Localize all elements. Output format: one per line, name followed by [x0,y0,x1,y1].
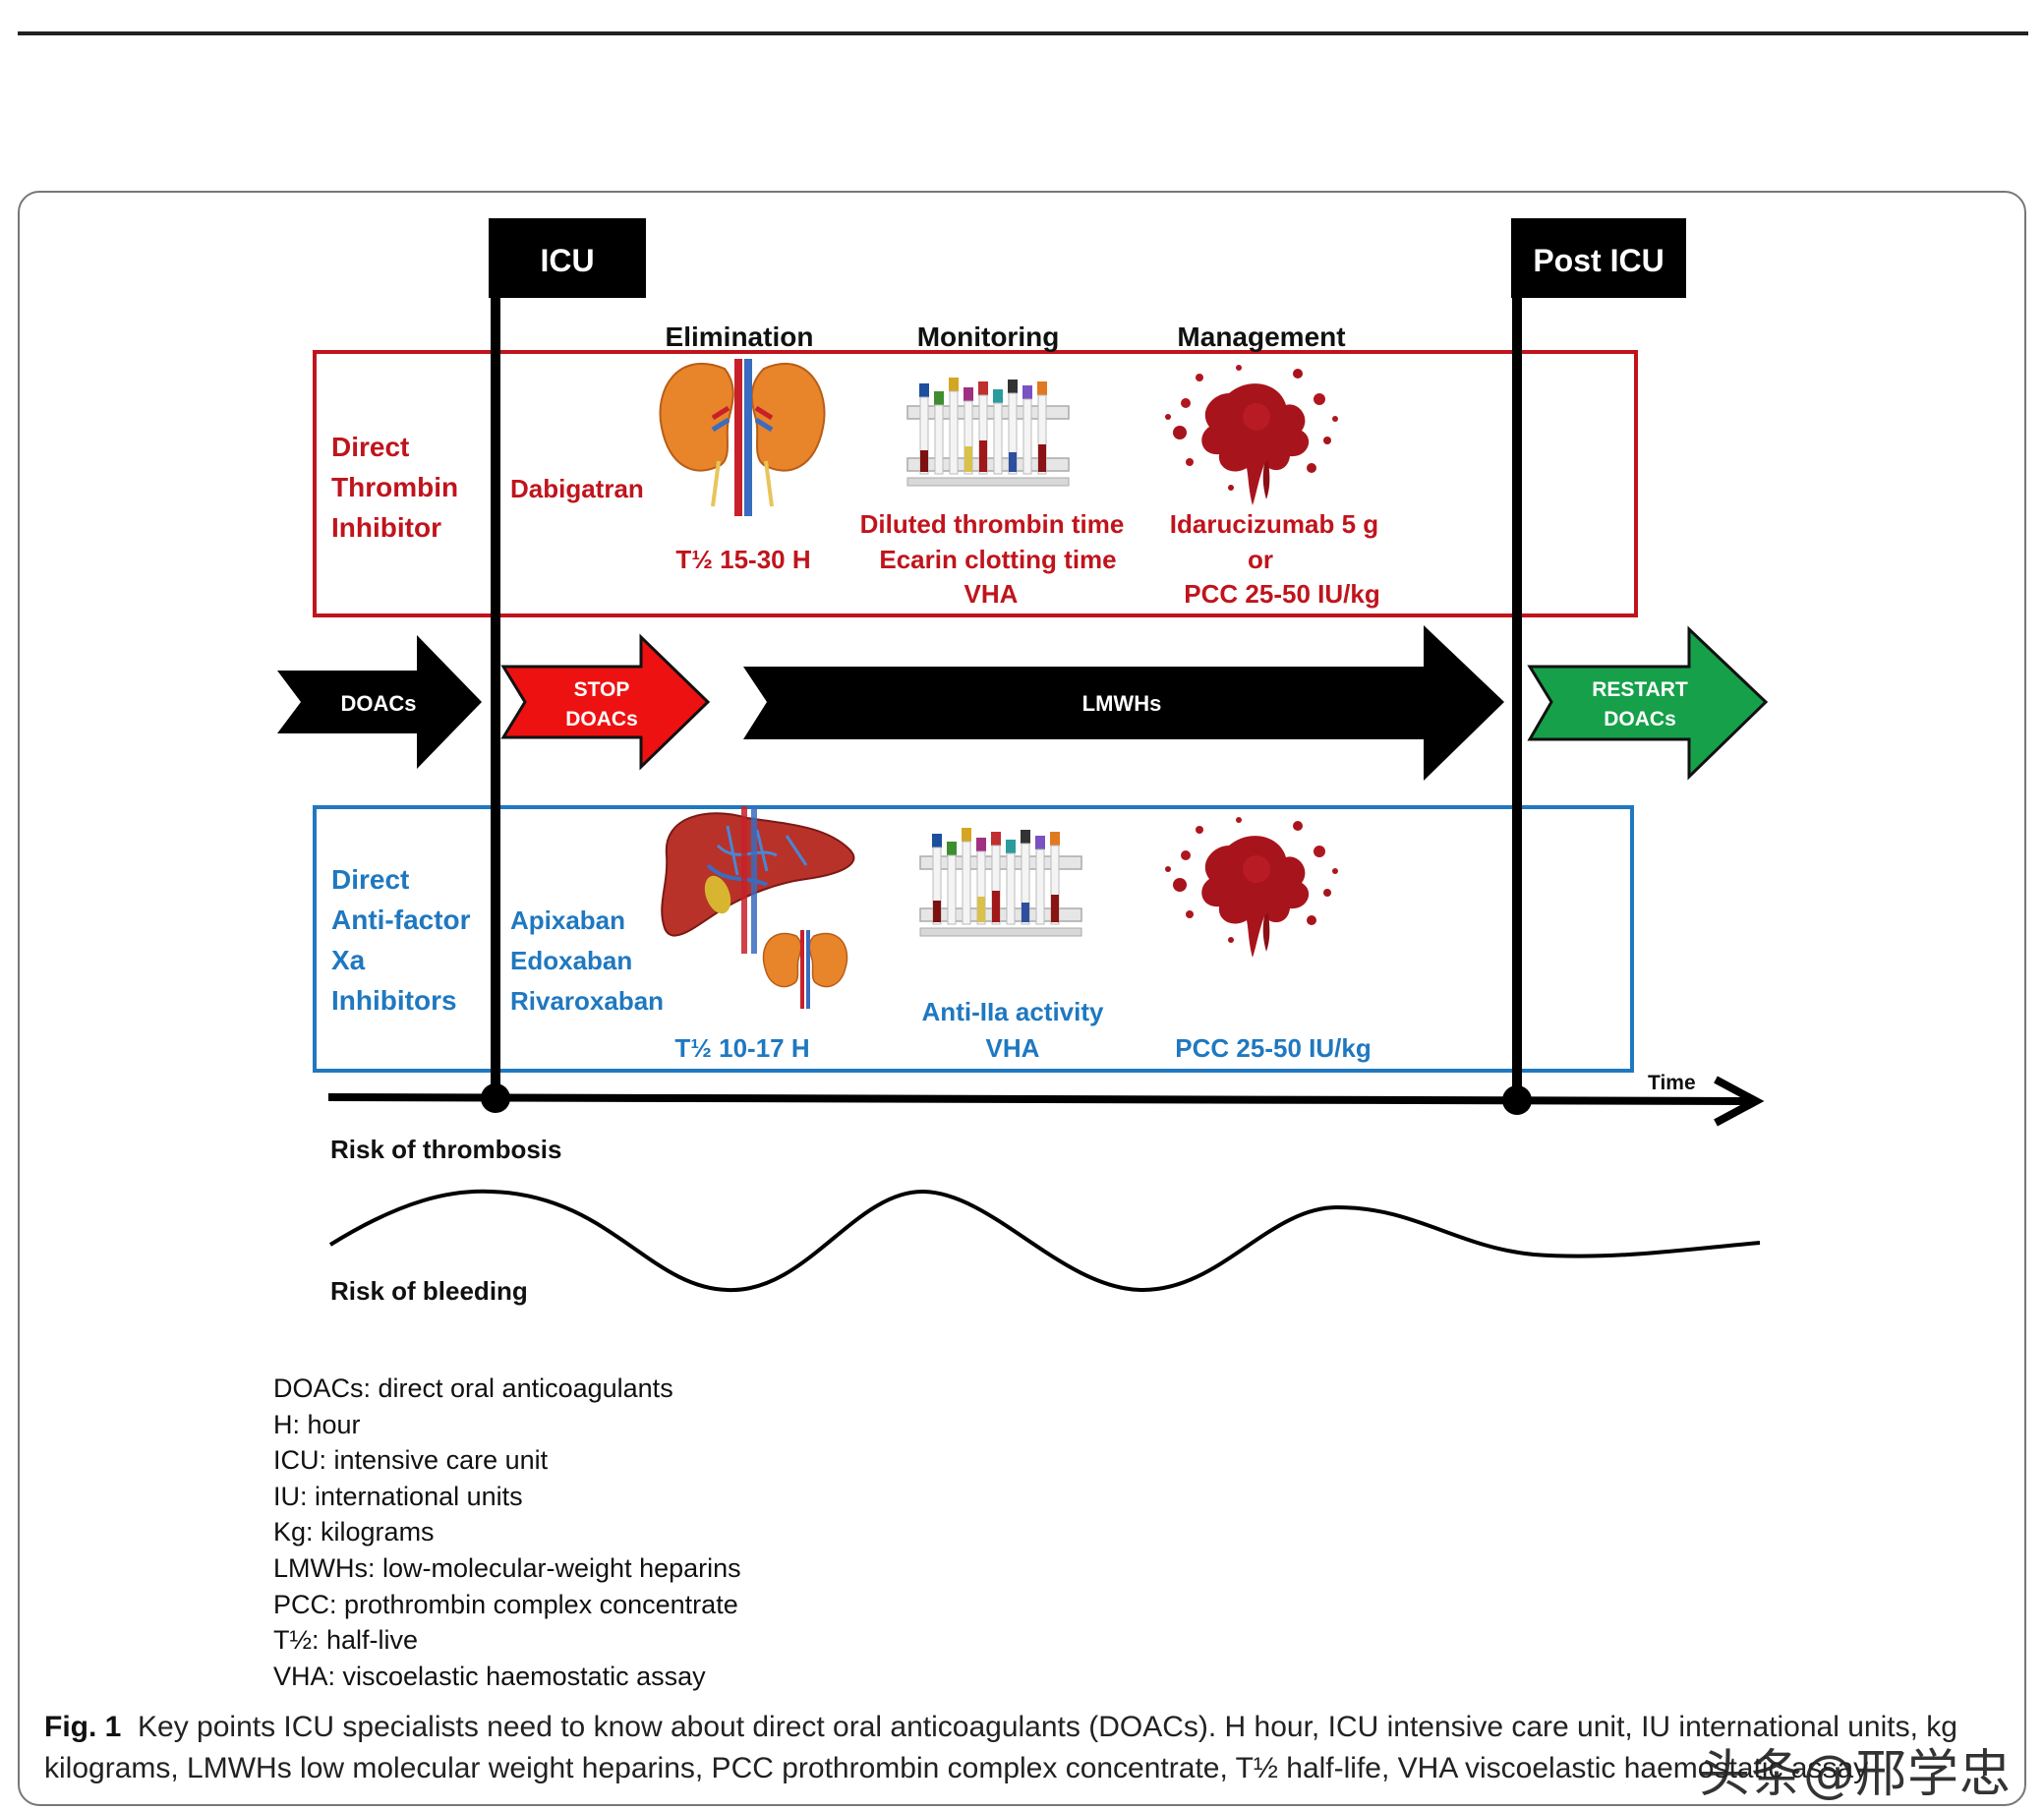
doacs-arrow-label: DOACs [340,691,416,716]
dti-monitoring-2: Ecarin clotting time [879,545,1116,574]
abbreviation-item: T½: half-live [273,1625,419,1656]
time-axis-arrowhead [1714,1076,1765,1127]
dti-drug: Dabigatran [510,474,644,503]
dti-management-3: PCC 25-50 IU/kg [1184,579,1379,609]
dti-title-3: Inhibitor [331,512,441,543]
liver-icon [661,806,855,954]
restart-doacs-label-2: DOACs [1604,708,1676,730]
stop-doacs-label-1: STOP [574,678,630,701]
post-icu-tab [1511,218,1686,298]
kidney-icon [659,359,826,516]
column-management: Management [1177,321,1345,352]
risk-bleeding-label: Risk of bleeding [330,1276,528,1306]
blood-splatter-icon [1165,817,1338,958]
dti-management-1: Idarucizumab 5 g [1170,509,1378,539]
abbreviation-item: H: hour [273,1409,361,1439]
xa-drug-2: Edoxaban [510,946,632,975]
icu-label: ICU [540,243,594,278]
icu-marker [481,1083,510,1113]
xa-management: PCC 25-50 IU/kg [1175,1033,1371,1063]
xa-box [313,805,1634,1073]
abbreviation-item: IU: international units [273,1481,523,1511]
xa-monitoring-2: VHA [986,1033,1040,1063]
lmwh-arrow-label: LMWHs [1082,691,1162,716]
abbreviation-item: Kg: kilograms [273,1517,435,1548]
column-monitoring: Monitoring [917,321,1060,352]
doacs-arrow [277,635,482,769]
risk-thrombosis-label: Risk of thrombosis [330,1135,561,1164]
small-kidney-icon [762,930,848,1009]
xa-half-life: T½ 10-17 H [674,1033,809,1063]
abbreviation-item: ICU: intensive care unit [273,1445,549,1476]
dti-half-life: T½ 15-30 H [675,545,810,574]
abbreviation-item: LMWHs: low-molecular-weight heparins [273,1552,741,1583]
xa-title-3: Xa [331,945,366,975]
dti-box [313,350,1638,617]
top-rule [18,31,2028,35]
dti-title-1: Direct [331,432,409,462]
xa-title-2: Anti-factor [331,905,471,935]
restart-doacs-arrow [1527,625,1769,781]
dti-monitoring-1: Diluted thrombin time [860,509,1125,539]
dti-title-2: Thrombin [331,472,458,502]
test-tubes-icon [906,377,1070,487]
caption-text: Key points ICU specialists need to know … [44,1711,1957,1784]
time-axis [327,1093,1755,1105]
caption-label: Fig. 1 [44,1711,122,1743]
watermark: 头条@邢学忠 [1699,1745,2013,1804]
xa-drug-3: Rivaroxaban [510,986,664,1016]
xa-monitoring-1: Anti-IIa activity [922,997,1104,1026]
lmwh-arrow [743,625,1504,781]
xa-title-1: Direct [331,864,409,895]
stop-doacs-label-2: DOACs [565,708,638,730]
stop-doacs-arrow [500,633,711,771]
time-label: Time [1648,1072,1696,1094]
figure-frame [18,191,2026,1806]
xa-title-4: Inhibitors [331,985,457,1016]
post-icu-marker [1502,1085,1532,1115]
abbreviation-item: DOACs: direct oral anticoagulants [273,1373,673,1403]
abbreviation-item: VHA: viscoelastic haemostatic assay [273,1661,706,1691]
xa-drug-1: Apixaban [510,906,625,935]
abbreviation-list: DOACs: direct oral anticoagulants H: hou… [273,1371,741,1694]
icu-tab [489,218,646,298]
post-icu-label: Post ICU [1533,243,1664,278]
column-elimination: Elimination [666,321,814,352]
figure-caption: Fig. 1 Key points ICU specialists need t… [44,1707,2001,1789]
test-tubes-icon [919,827,1082,937]
dti-monitoring-3: VHA [964,579,1019,609]
restart-doacs-label-1: RESTART [1592,678,1688,701]
dti-management-2: or [1248,545,1273,574]
abbreviation-item: PCC: prothrombin complex concentrate [273,1589,738,1619]
blood-splatter-icon [1165,365,1338,505]
risk-curve [328,1189,1761,1293]
